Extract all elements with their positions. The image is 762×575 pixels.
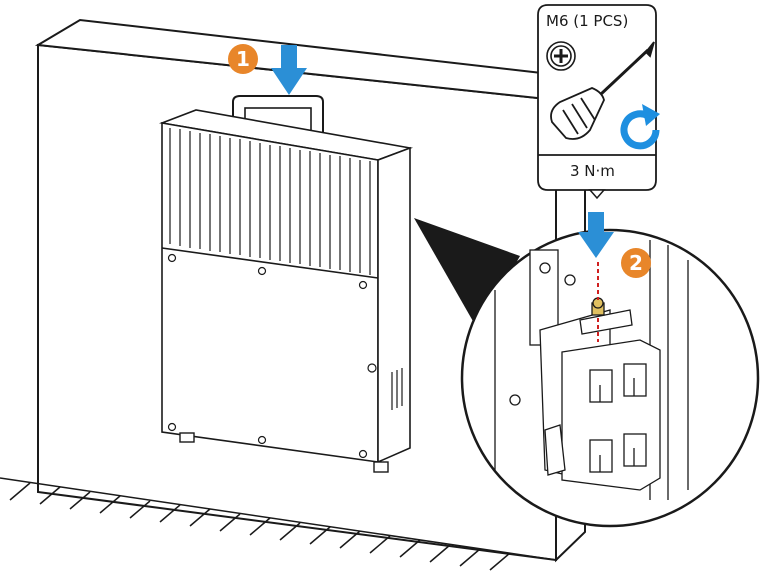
zoom-detail bbox=[460, 228, 760, 528]
screwdriver-icon bbox=[550, 41, 655, 140]
phillips-screw-head-icon bbox=[546, 41, 576, 71]
floor-hatching bbox=[0, 477, 557, 571]
device-enclosure bbox=[158, 95, 414, 464]
screw-spec-label: M6 (1 PCS) bbox=[546, 12, 629, 30]
step-1-arrow bbox=[271, 45, 307, 95]
side-vents bbox=[391, 368, 403, 410]
step-1-badge: 1 bbox=[228, 44, 258, 74]
step-2-arrow bbox=[578, 212, 614, 258]
step-2-badge: 2 bbox=[621, 248, 651, 278]
device-feet bbox=[179, 432, 389, 473]
torque-label: 3 N·m bbox=[570, 162, 615, 180]
clockwise-rotation-icon bbox=[620, 104, 660, 150]
heatsink-fins bbox=[161, 128, 379, 279]
front-panel-screws bbox=[167, 253, 377, 459]
